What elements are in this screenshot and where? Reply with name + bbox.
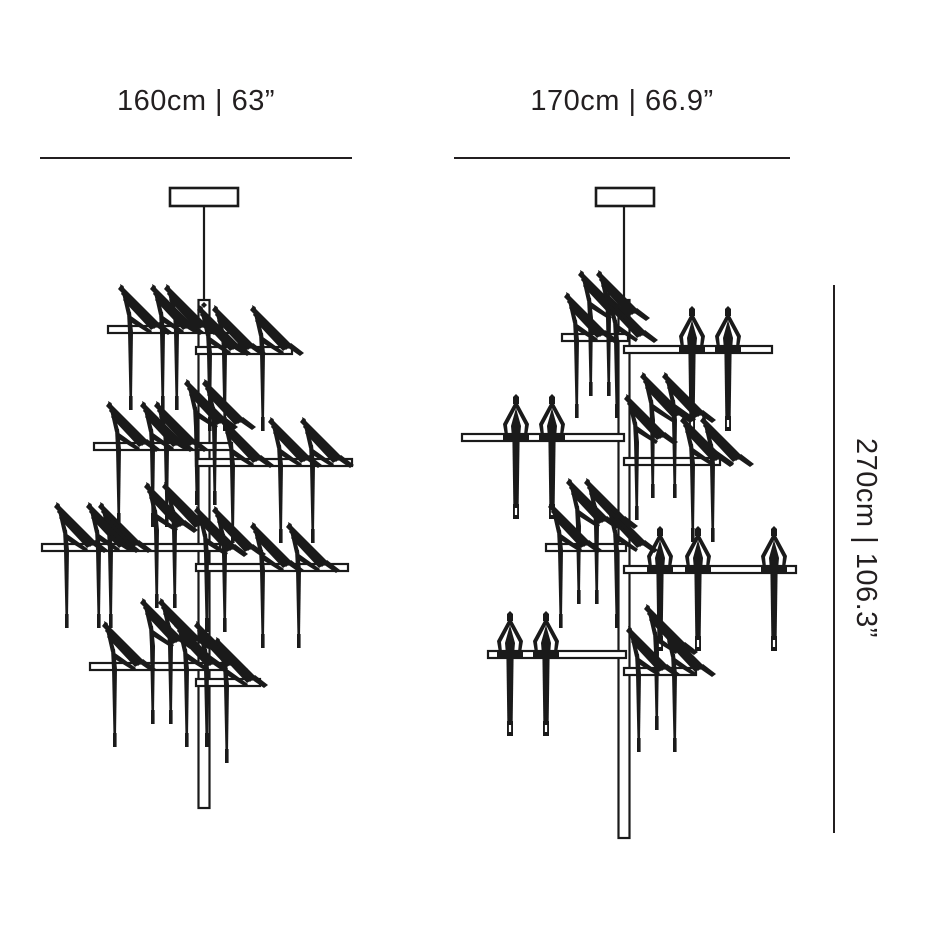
ceiling-canopy [594, 186, 656, 208]
tier-4 [88, 598, 268, 763]
bird [533, 611, 559, 736]
tier-3 [544, 478, 798, 651]
overall-height-dimension-line [833, 285, 835, 833]
bird [300, 417, 354, 543]
perch-bar [622, 456, 722, 467]
right-width-label: 170cm | 66.9” [530, 85, 714, 117]
left-width-label: 160cm | 63” [116, 85, 276, 117]
tier-3 [40, 482, 350, 648]
overall-height-label: 270cm | 106.3” [850, 438, 882, 638]
tier-1 [560, 270, 774, 431]
tier-1 [106, 284, 304, 431]
bird [715, 306, 741, 431]
left-width-dimension-rule [40, 157, 352, 159]
bird [539, 394, 565, 519]
bird [250, 305, 304, 431]
bird [662, 626, 716, 752]
left-figure-perch-light [0, 0, 420, 930]
tier-4 [486, 604, 716, 752]
tier-2 [460, 372, 754, 542]
right-figure-perch-light [420, 0, 840, 930]
bird [102, 621, 156, 747]
bird [497, 611, 523, 736]
right-width-dimension-rule [454, 157, 790, 159]
bird [761, 526, 787, 651]
tier-2 [92, 379, 354, 543]
bird [685, 526, 711, 651]
bird [214, 637, 268, 763]
bird [503, 394, 529, 519]
ceiling-canopy [168, 186, 240, 208]
bird [700, 416, 754, 542]
bird [98, 502, 152, 628]
